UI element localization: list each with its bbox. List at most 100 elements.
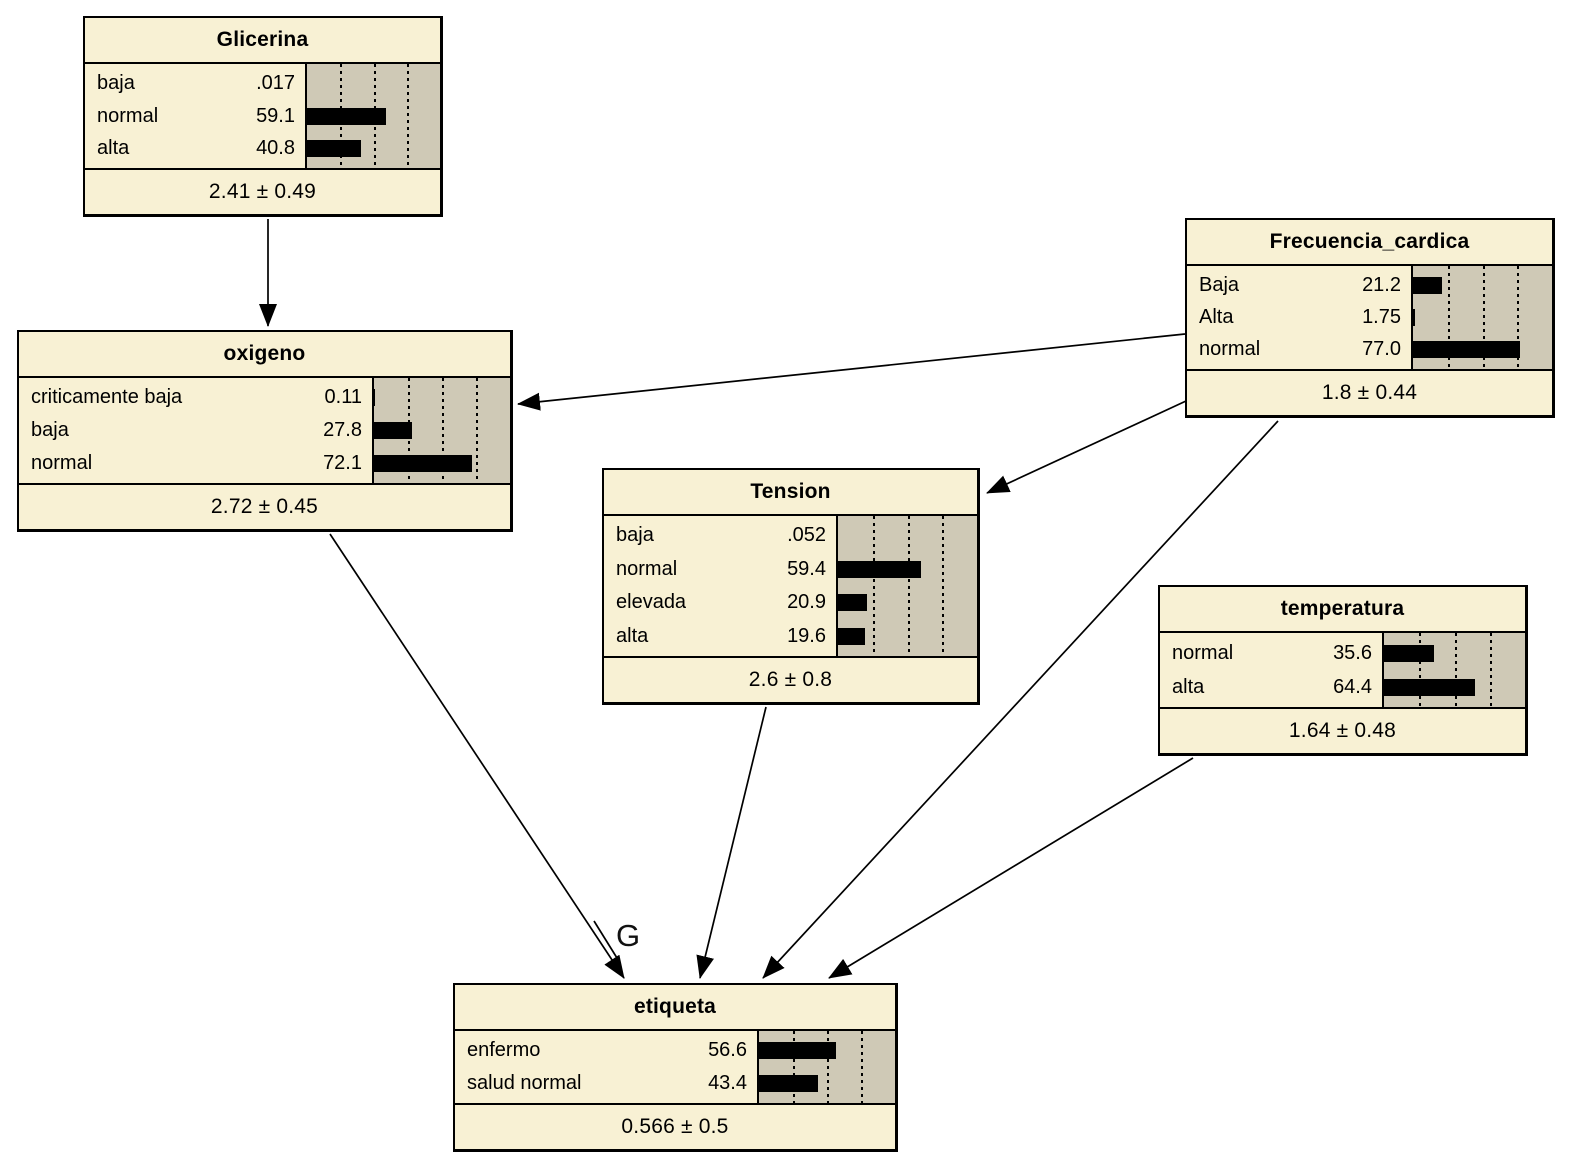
node-etiqueta-mean: 0.566 ± 0.5 [621, 1115, 729, 1138]
node-temperatura-mean: 1.64 ± 0.48 [1288, 719, 1397, 742]
state-row: normal 59.1 [97, 100, 295, 133]
edge-tension-etiqueta[interactable] [696, 706, 767, 979]
state-name: salud normal [467, 1072, 582, 1094]
state-row: normal 59.4 [616, 553, 826, 587]
state-name: enfermo [467, 1039, 541, 1061]
gridline-25 [1419, 633, 1422, 707]
node-temperatura[interactable]: temperatura normal 35.6 alta 64.4 1.6 [1158, 585, 1528, 756]
node-glicerina[interactable]: Glicerina baja .017 normal 59.1 alta 40.… [83, 16, 443, 217]
belief-bar [1384, 644, 1435, 662]
gridline-25 [872, 516, 875, 656]
state-row: criticamente baja 0.11 [31, 381, 362, 414]
gridline-75 [1489, 633, 1492, 707]
node-etiqueta-title: etiqueta [633, 995, 717, 1018]
belief-bar [1413, 276, 1443, 294]
gridline-50 [1454, 633, 1457, 707]
edge-frecuencia-etiqueta[interactable] [762, 420, 1279, 979]
state-value: 35.6 [1333, 641, 1372, 664]
state-value: 20.9 [787, 591, 826, 614]
state-row: alta 64.4 [1172, 670, 1372, 704]
gridline-50 [907, 516, 910, 656]
belief-bar [838, 594, 868, 612]
belief-bar [374, 455, 473, 472]
belief-bars [1411, 266, 1552, 369]
belief-bar [1413, 308, 1416, 326]
state-row: baja .052 [616, 519, 826, 553]
state-name: Baja [1199, 273, 1240, 296]
edge-temperatura-etiqueta[interactable] [828, 757, 1194, 979]
edge-oxigeno-etiqueta[interactable] [329, 533, 625, 979]
state-row: baja 27.8 [31, 414, 362, 447]
belief-bar [1413, 341, 1521, 359]
state-row: normal 35.6 [1172, 636, 1372, 670]
gridline-25 [1447, 266, 1450, 369]
state-name: baja [616, 524, 654, 547]
node-frecuencia-cardica[interactable]: Frecuencia_cardica Baja 21.2 Alta 1.75 n… [1185, 218, 1555, 418]
state-name: normal [1172, 641, 1234, 664]
state-row: normal 77.0 [1199, 334, 1401, 366]
state-value: 77.0 [1362, 338, 1401, 361]
node-frecuencia-mean: 1.8 ± 0.44 [1321, 381, 1418, 404]
node-glicerina-title: Glicerina [216, 28, 309, 51]
belief-bars [836, 516, 977, 656]
gridline-50 [827, 1031, 829, 1103]
state-row: normal 72.1 [31, 447, 362, 480]
state-name: normal [97, 104, 159, 127]
belief-bars [1382, 633, 1525, 707]
state-row: alta 40.8 [97, 132, 295, 165]
node-tension-title: Tension [750, 480, 831, 503]
state-row: alta 19.6 [616, 620, 826, 654]
belief-bar [374, 422, 412, 439]
state-name: baja [97, 71, 135, 94]
node-tension-mean: 2.6 ± 0.8 [748, 668, 833, 691]
state-row: salud normal 43.4 [467, 1067, 747, 1100]
state-value: 59.1 [256, 104, 295, 127]
gridline-50 [442, 378, 444, 483]
state-name: elevada [616, 591, 687, 614]
state-name: criticamente baja [31, 386, 183, 408]
belief-bar [759, 1042, 836, 1059]
node-oxigeno-mean: 2.72 ± 0.45 [210, 495, 319, 518]
state-name: normal [1199, 338, 1261, 361]
gridline-25 [793, 1031, 795, 1103]
state-row: Baja 21.2 [1199, 269, 1401, 301]
node-oxigeno[interactable]: oxigeno criticamente baja 0.11 baja 27.8… [17, 330, 513, 532]
state-value: 27.8 [323, 419, 362, 441]
edge-label-tick [593, 920, 618, 959]
belief-bar [759, 1075, 819, 1092]
state-name: alta [616, 624, 649, 647]
edge-frecuencia-tension[interactable] [986, 400, 1187, 494]
gridline-75 [942, 516, 945, 656]
belief-bars [757, 1031, 895, 1103]
state-name: alta [1172, 675, 1205, 698]
state-value: 1.75 [1362, 305, 1401, 328]
state-value: 19.6 [787, 624, 826, 647]
state-name: alta [97, 137, 130, 160]
gridline-75 [861, 1031, 863, 1103]
state-value: 59.4 [787, 557, 826, 580]
belief-bar [307, 140, 362, 158]
state-value: .052 [787, 524, 826, 547]
state-value: 64.4 [1333, 675, 1372, 698]
state-name: normal [616, 557, 678, 580]
state-name: baja [31, 419, 69, 441]
belief-bars [372, 378, 510, 483]
node-oxigeno-title: oxigeno [223, 342, 306, 365]
edge-frecuencia-oxigeno[interactable] [517, 333, 1186, 411]
state-value: 43.4 [708, 1072, 747, 1094]
state-value: 0.11 [324, 386, 362, 408]
state-name: normal [31, 452, 93, 474]
node-etiqueta[interactable]: etiqueta enfermo 56.6 salud normal 43.4 [453, 983, 898, 1152]
state-value: 21.2 [1362, 273, 1401, 296]
state-row: baja .017 [97, 67, 295, 100]
belief-bar [1384, 678, 1475, 696]
node-tension[interactable]: Tension baja .052 normal 59.4 elevada 20… [602, 468, 980, 705]
node-temperatura-title: temperatura [1280, 597, 1405, 620]
state-row: elevada 20.9 [616, 586, 826, 620]
belief-bar [838, 560, 921, 578]
belief-bar [307, 107, 386, 125]
belief-bar [838, 627, 866, 645]
state-name: Alta [1199, 305, 1234, 328]
